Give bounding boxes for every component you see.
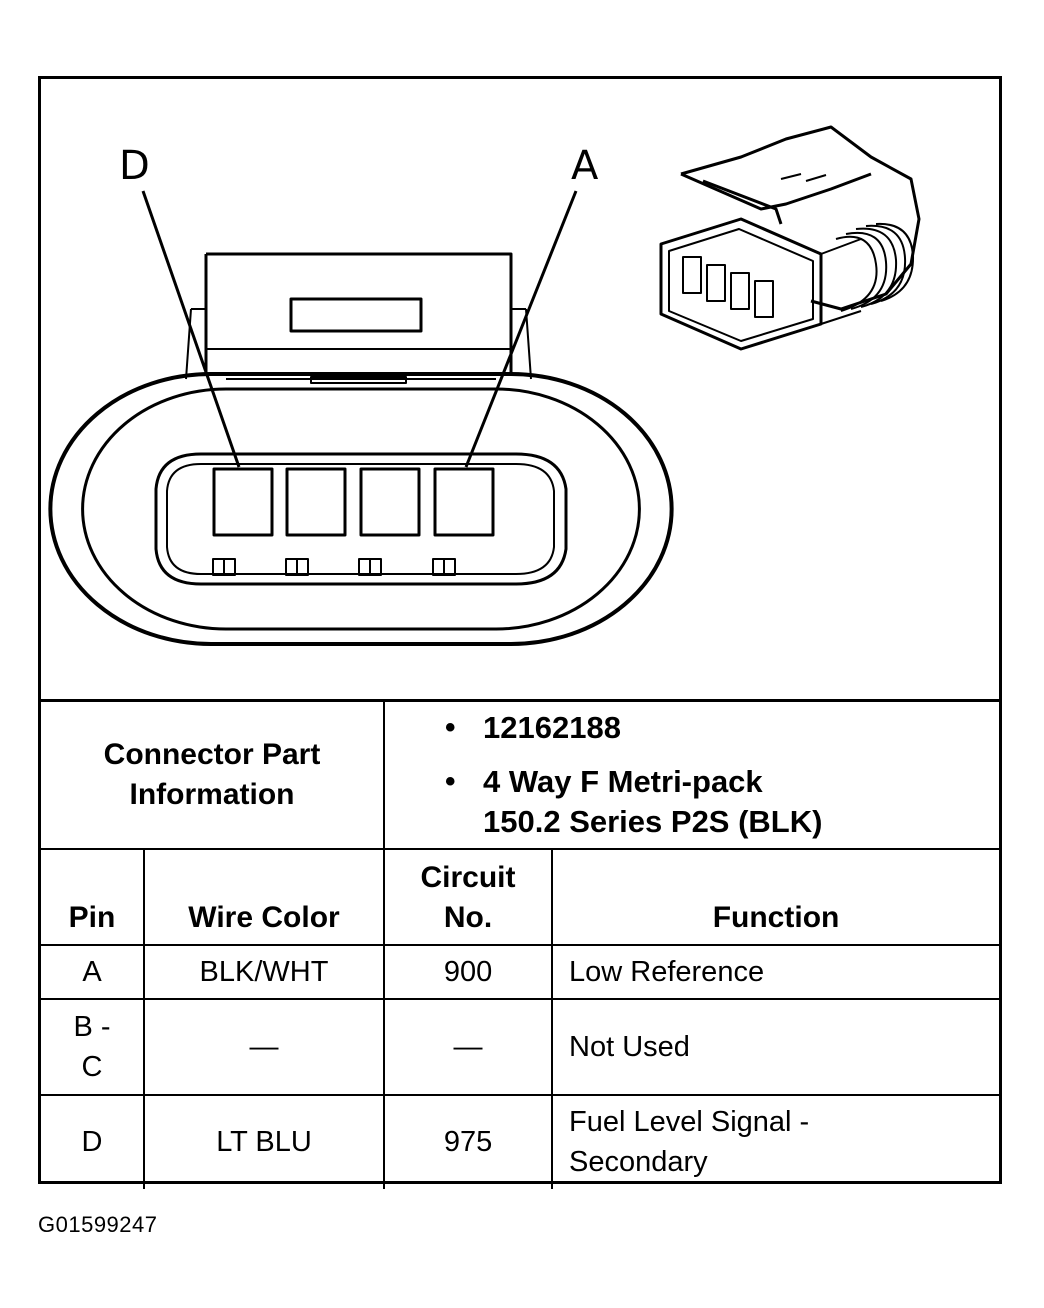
column-header-row: Pin Wire Color Circuit No. Function	[41, 847, 1000, 946]
part-info-label-cell: Connector Part Information	[41, 699, 386, 850]
part-info-value-cell: 12162188 4 Way F Metri-pack 150.2 Series…	[383, 699, 1000, 850]
connector-diagram: D A	[48, 125, 921, 646]
pin-label-d: D	[119, 143, 150, 189]
figure-frame: D A	[38, 76, 1002, 1189]
wire-color-cell: —	[142, 997, 386, 1096]
terminal-cavity	[154, 452, 568, 586]
header-pin: Pin	[41, 847, 145, 946]
table-row: A BLK/WHT 900 Low Reference	[41, 943, 1000, 1000]
circuit-cell: 900	[383, 943, 554, 1000]
terminal-b	[359, 467, 421, 537]
leader-line-a	[464, 190, 578, 468]
pin-cell: D	[41, 1093, 145, 1189]
leader-line-d	[141, 190, 241, 468]
pin-cell: A	[41, 943, 145, 1000]
header-wire-color: Wire Color	[142, 847, 386, 946]
wire-color-cell: BLK/WHT	[142, 943, 386, 1000]
figure-id: G01599247	[38, 1212, 158, 1237]
part-number: 12162188	[445, 708, 999, 748]
header-function: Function	[551, 847, 1000, 946]
latch-window	[289, 297, 423, 333]
terminal-c	[285, 467, 347, 537]
pin-label-a: A	[571, 143, 599, 189]
part-description: 4 Way F Metri-pack 150.2 Series P2S (BLK…	[445, 762, 999, 842]
function-cell: Fuel Level Signal - Secondary	[551, 1093, 1000, 1189]
terminal-d	[212, 467, 274, 537]
latch-housing	[204, 252, 513, 374]
connector-face-outer	[48, 372, 674, 646]
table-row: B - C — — Not Used	[41, 997, 1000, 1096]
connector-face-inner	[81, 387, 641, 631]
part-info-row: Connector Part Information 12162188 4 Wa…	[41, 699, 1000, 850]
terminal-a	[433, 467, 495, 537]
function-cell: Not Used	[551, 997, 1000, 1096]
circuit-cell: —	[383, 997, 554, 1096]
header-circuit-no: Circuit No.	[383, 847, 554, 946]
table-row: D LT BLU 975 Fuel Level Signal - Seconda…	[41, 1093, 1000, 1189]
pin-cell: B - C	[41, 997, 145, 1096]
connector-info-table: Connector Part Information 12162188 4 Wa…	[41, 699, 1000, 1189]
circuit-cell: 975	[383, 1093, 554, 1189]
connector-3d-illustration	[659, 125, 921, 351]
part-info-label-line2: Information	[129, 777, 295, 811]
function-cell: Low Reference	[551, 943, 1000, 1000]
wire-color-cell: LT BLU	[142, 1093, 386, 1189]
part-info-label-line1: Connector Part	[103, 737, 321, 771]
